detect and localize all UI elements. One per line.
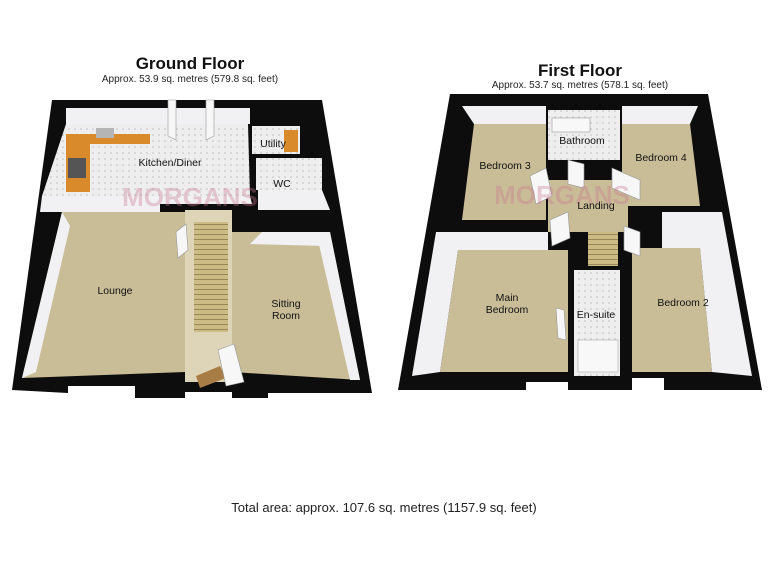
room-label-bedroom4: Bedroom 4 xyxy=(635,152,687,164)
sink xyxy=(96,128,114,138)
main-bedroom-door xyxy=(549,211,571,247)
main-bedroom-wall-face xyxy=(412,232,548,376)
shower xyxy=(577,339,619,373)
bath xyxy=(551,117,591,133)
bedroom4-floor xyxy=(622,124,700,206)
utility-worktop xyxy=(284,130,298,152)
hall-door xyxy=(175,223,189,259)
ground-right-returns xyxy=(258,190,330,210)
first-floor-title: First Floor xyxy=(537,61,623,80)
room-label-wc: WC xyxy=(273,178,291,190)
ground-floor-area: Approx. 53.9 sq. metres (579.8 sq. feet) xyxy=(101,74,279,85)
room-label-ensuite: En-suite xyxy=(576,309,616,321)
bedroom4-wall-face xyxy=(622,106,698,124)
sitting-room-wall-face xyxy=(318,232,360,380)
ground-floor-title: Ground Floor xyxy=(135,54,245,73)
room-label-sitting-room: Sitting Room xyxy=(256,298,316,322)
sitting-room-alcove xyxy=(250,232,330,246)
first-watermark: MORGANS xyxy=(494,180,630,210)
kitchen-back-wall xyxy=(66,108,250,124)
bathroom-door xyxy=(567,159,585,189)
room-label-landing: Landing xyxy=(577,200,615,212)
wc-floor xyxy=(256,158,322,190)
bedroom2-wall-face xyxy=(662,212,752,376)
door-mat xyxy=(196,366,226,388)
room-label-utility: Utility xyxy=(260,138,286,150)
ground-wall-returns xyxy=(40,196,252,212)
room-label-main-line1: Main xyxy=(495,292,519,304)
kitchen-door-right xyxy=(205,99,215,141)
room-label-lounge: Lounge xyxy=(97,285,133,297)
first-floor-plan: MORGANS xyxy=(398,94,762,390)
kitchen-worktop xyxy=(66,134,150,192)
bedroom3-wall-face xyxy=(462,106,546,124)
ensuite-door xyxy=(555,307,567,341)
bedroom3-floor xyxy=(462,124,546,220)
main-bedroom-floor xyxy=(440,250,568,372)
staircase xyxy=(194,222,228,332)
first-floor-stairs xyxy=(588,232,618,266)
hob xyxy=(68,158,86,178)
room-label-bedroom3: Bedroom 3 xyxy=(479,160,531,172)
kitchen-door-left xyxy=(167,99,177,141)
room-label-kitchen-diner: Kitchen/Diner xyxy=(138,157,202,169)
room-label-bedroom2: Bedroom 2 xyxy=(657,297,709,309)
lounge-wall-face xyxy=(22,212,70,378)
room-label-main-line2: Bedroom xyxy=(485,304,529,316)
ground-floor-plan: MORGANS xyxy=(12,99,372,398)
front-door xyxy=(217,343,245,387)
bedroom2-door xyxy=(623,225,641,257)
room-label-sitting-line2: Room xyxy=(271,310,300,322)
ground-watermark: MORGANS xyxy=(122,182,258,212)
bedroom4-door xyxy=(611,167,641,201)
bedroom3-door xyxy=(529,167,553,205)
total-area: Total area: approx. 107.6 sq. metres (11… xyxy=(231,500,537,515)
bedroom2-floor xyxy=(632,248,712,372)
first-floor-area: Approx. 53.7 sq. metres (578.1 sq. feet) xyxy=(491,80,669,91)
room-label-main-bedroom: Main Bedroom xyxy=(472,292,542,316)
room-label-sitting-line1: Sitting xyxy=(271,298,301,310)
room-label-bathroom: Bathroom xyxy=(559,135,605,147)
